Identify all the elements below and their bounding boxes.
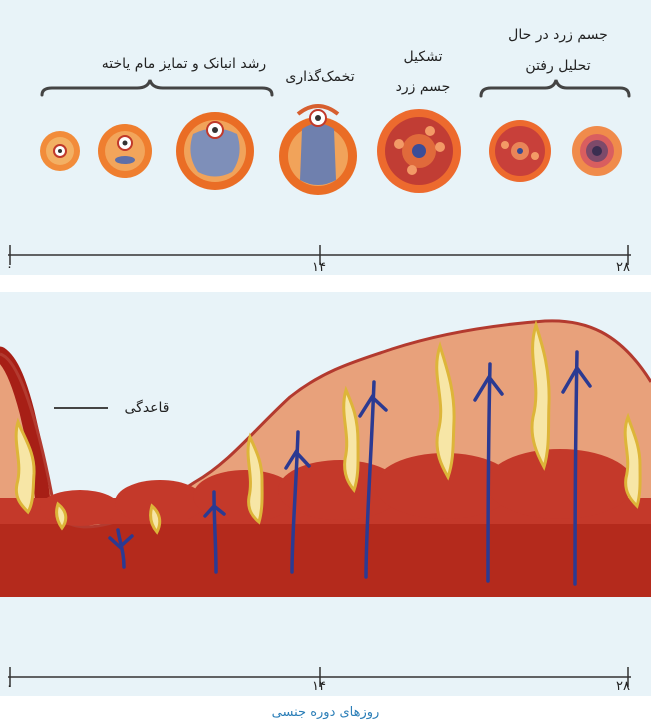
uterine-wall xyxy=(0,524,651,597)
basal-layer-pointer xyxy=(46,398,116,418)
bottom-axis-tick-0: ۰ xyxy=(6,679,13,695)
top-axis-tick-28: ۲۸ xyxy=(616,260,630,276)
ovary-follicles-illustration xyxy=(0,0,651,275)
corpus-luteum-degenerating-2 xyxy=(572,126,622,176)
corpus-luteum-degenerating-1 xyxy=(489,120,551,182)
bottom-axis-tick-14: ۱۴ xyxy=(312,679,326,695)
top-axis-tick-14: ۱۴ xyxy=(312,260,326,276)
tertiary-follicle xyxy=(176,112,254,190)
ovulation-follicle xyxy=(279,106,357,195)
endometrium-illustration xyxy=(0,292,651,696)
top-axis-tick-0: ۰ xyxy=(6,260,13,276)
basal-layer-label: قاعدگی xyxy=(112,399,182,417)
follicle-growth-bracket xyxy=(42,80,272,95)
corpus-luteum-degeneration-bracket xyxy=(481,80,629,96)
bottom-axis-tick-28: ۲۸ xyxy=(616,679,630,695)
secondary-follicle xyxy=(98,124,152,178)
cycle-days-caption: روزهای دوره جنسی xyxy=(245,705,406,721)
primary-follicle xyxy=(40,131,80,171)
corpus-luteum-formation xyxy=(377,109,461,193)
